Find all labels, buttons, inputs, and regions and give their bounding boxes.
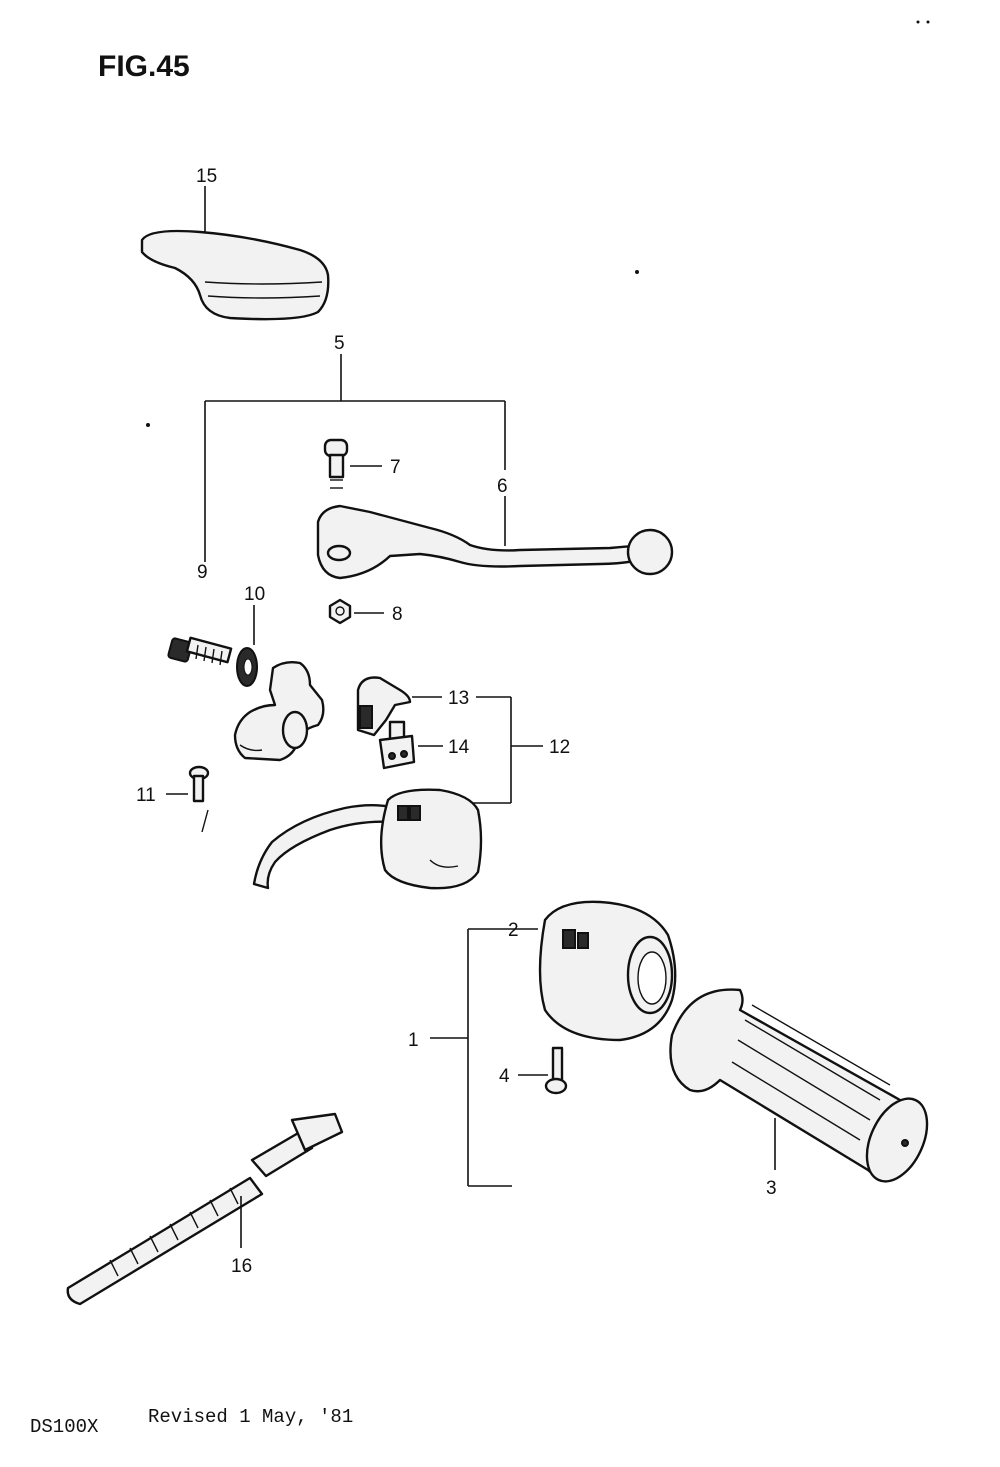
scan-speck [635,270,639,274]
part-7-pivot-bolt [323,438,349,489]
screw-axis-line [201,809,209,833]
part-2-switch-housing [538,900,677,1042]
bracket-12 [470,696,543,804]
callout-2: 2 [508,920,519,941]
callout-5: 5 [334,333,345,354]
part-13-switch-knob [356,676,412,737]
callout-1: 1 [408,1030,419,1051]
callout-13: 13 [448,688,469,709]
part-11-screw [188,765,210,803]
callout-9: 9 [197,562,208,583]
model-code: DS100X [30,1416,99,1438]
part-14-contact-plate [378,720,416,770]
lever-holder [233,660,325,762]
part-10-washer [236,647,258,687]
callout-8: 8 [392,604,403,625]
part-15-lever-cover [140,229,330,321]
callout-10: 10 [244,584,265,605]
part-6-clutch-lever [316,504,674,580]
callout-7: 7 [390,457,401,478]
callout-15: 15 [196,166,217,187]
bracket-5 [204,354,506,562]
callout-4: 4 [499,1066,510,1087]
part-4-screw [544,1046,568,1095]
part-8-nut [328,598,352,625]
callout-6: 6 [497,476,508,497]
scan-speck [916,20,920,24]
bracket-1 [430,928,538,1187]
callout-12: 12 [549,737,570,758]
part-12-switch-assembly [252,788,483,890]
callout-14: 14 [448,737,470,758]
revision-note: Revised 1 May, '81 [148,1406,353,1428]
figure-title: FIG.45 [98,50,190,83]
callout-11: 11 [136,785,156,806]
callout-16: 16 [231,1256,252,1277]
scan-speck [926,20,930,24]
part-9-bolt [167,636,233,666]
callout-3: 3 [766,1178,777,1199]
part-16-cable-tie [66,1112,344,1306]
part-3-grip [669,988,929,1183]
scan-speck [146,423,150,427]
